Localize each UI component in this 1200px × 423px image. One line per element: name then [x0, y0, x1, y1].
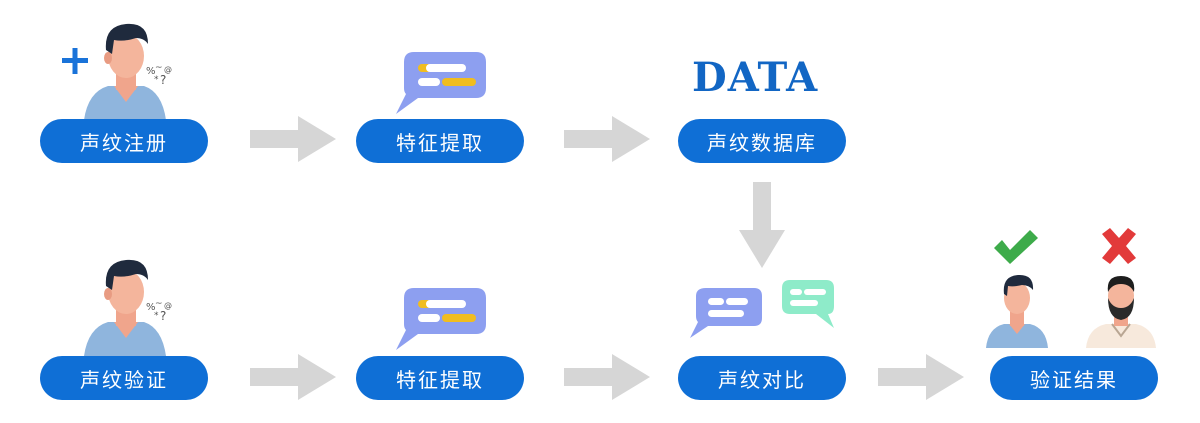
arrow-right-icon — [878, 354, 964, 400]
step-voiceprint-comparison: 声纹对比 — [678, 356, 846, 400]
chat-bubbles-icon — [690, 280, 834, 338]
arrow-down-icon — [739, 182, 785, 268]
arrow-right-icon — [564, 354, 650, 400]
svg-text:?: ? — [160, 309, 166, 323]
step-label: 声纹注册 — [80, 130, 168, 155]
step-voiceprint-database: 声纹数据库 — [678, 119, 846, 163]
step-voice-verification: 声纹验证 — [40, 356, 208, 400]
step-verification-result: 验证结果 — [990, 356, 1158, 400]
svg-text:?: ? — [160, 73, 166, 87]
svg-text:~: ~ — [155, 63, 163, 73]
user-icon: % ~ @ * ? — [84, 259, 172, 356]
user-icon — [986, 274, 1048, 348]
svg-text:*: * — [154, 311, 159, 321]
step-label: 声纹数据库 — [707, 130, 817, 155]
speech-bubble-icon — [396, 52, 486, 114]
cross-icon — [1102, 228, 1136, 264]
step-feature-extraction-2: 特征提取 — [356, 356, 524, 400]
data-logo: DATA — [692, 54, 819, 101]
step-voice-registration: 声纹注册 — [40, 119, 208, 163]
step-label: 特征提取 — [396, 367, 484, 392]
bearded-user-icon — [1086, 276, 1156, 348]
svg-text:%: % — [146, 66, 156, 77]
arrow-right-icon — [250, 116, 336, 162]
svg-text:*: * — [154, 75, 159, 85]
user-plus-icon: % ~ @ * ? — [62, 23, 172, 120]
step-feature-extraction: 特征提取 — [356, 119, 524, 163]
arrow-right-icon — [250, 354, 336, 400]
speech-bubble-icon — [396, 288, 486, 350]
svg-text:@: @ — [164, 301, 172, 310]
step-label: 声纹验证 — [80, 367, 168, 392]
step-label: 声纹对比 — [718, 367, 806, 392]
arrow-right-icon — [564, 116, 650, 162]
step-label: 特征提取 — [396, 130, 484, 155]
svg-text:%: % — [146, 302, 156, 313]
step-label: 验证结果 — [1030, 367, 1118, 392]
svg-text:@: @ — [164, 65, 172, 74]
check-icon — [994, 230, 1038, 264]
svg-text:~: ~ — [155, 299, 163, 309]
